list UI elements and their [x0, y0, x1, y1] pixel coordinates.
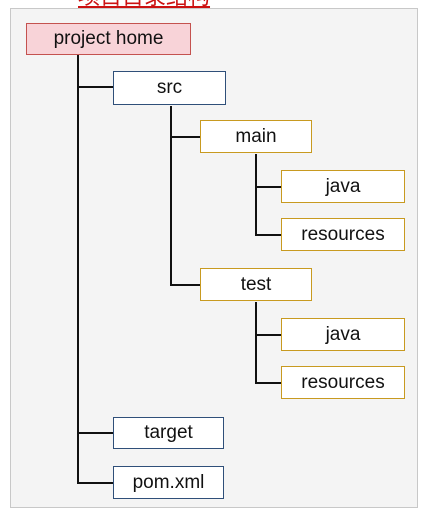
- connector-main-resources: [255, 234, 281, 236]
- connector-root-target: [77, 432, 113, 434]
- connector-main-trunk: [255, 154, 257, 234]
- connector-src-test: [170, 284, 200, 286]
- tree-diagram-panel: project home src main java resources tes…: [10, 8, 418, 508]
- connector-main-java: [255, 186, 281, 188]
- clipped-heading: 项目目录结构: [78, 0, 210, 8]
- node-pom-xml: pom.xml: [113, 466, 224, 499]
- node-main-java: java: [281, 170, 405, 203]
- node-project-home: project home: [26, 23, 191, 55]
- connector-root-pom: [77, 482, 113, 484]
- node-main-resources: resources: [281, 218, 405, 251]
- node-target: target: [113, 417, 224, 449]
- connector-root-src: [77, 86, 113, 88]
- connector-test-resources: [255, 382, 281, 384]
- node-src: src: [113, 71, 226, 105]
- node-test: test: [200, 268, 312, 301]
- connector-src-main: [170, 136, 200, 138]
- connector-test-trunk: [255, 302, 257, 384]
- node-test-java: java: [281, 318, 405, 351]
- connector-root-trunk: [77, 54, 79, 484]
- connector-src-trunk: [170, 106, 172, 286]
- connector-test-java: [255, 334, 281, 336]
- node-main: main: [200, 120, 312, 153]
- node-test-resources: resources: [281, 366, 405, 399]
